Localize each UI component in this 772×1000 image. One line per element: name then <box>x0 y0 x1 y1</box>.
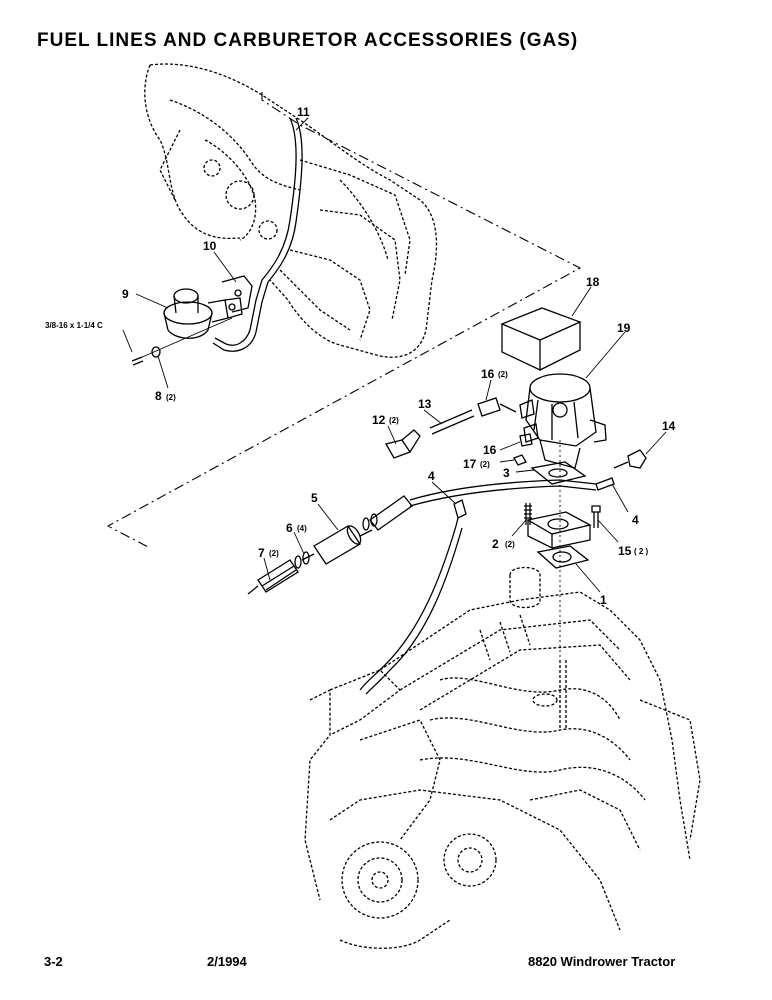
callout-1: 1 <box>600 593 607 607</box>
footer-page-number: 3-2 <box>44 954 63 969</box>
callout-15: 15 <box>618 544 632 558</box>
callout-6: 6 <box>286 521 293 535</box>
carb-gasket-3 <box>530 461 587 485</box>
callout-4-right: 4 <box>632 513 639 527</box>
callout-12-qty: (2) <box>389 416 399 425</box>
upper-engine-outline <box>144 63 438 358</box>
callout-19: 19 <box>617 321 631 335</box>
phantom-boundary-line <box>106 92 582 549</box>
lower-engine-outline <box>304 566 701 949</box>
callout-17: 17 <box>463 457 477 471</box>
callout-10: 10 <box>203 239 217 253</box>
callout-3: 3 <box>503 466 510 480</box>
fitting-16-upper <box>477 397 517 417</box>
fuel-pump <box>163 288 243 339</box>
callout-9: 9 <box>122 287 129 301</box>
callout-16-lower: 16 <box>483 443 497 457</box>
callout-2: 2 <box>492 537 499 551</box>
fuel-return-hose <box>359 479 597 695</box>
callout-15-qty: ( 2 ) <box>634 547 649 556</box>
bolt-and-washer <box>131 317 233 366</box>
callout-5: 5 <box>311 491 318 505</box>
page-title: FUEL LINES AND CARBURETOR ACCESSORIES (G… <box>37 30 579 51</box>
inlet-fitting-12 <box>385 429 421 459</box>
fuel-line-tube <box>212 117 303 352</box>
elbow-fitting <box>613 449 647 469</box>
pump-mounting-bracket <box>221 275 253 313</box>
callout-7-qty: (2) <box>269 549 279 558</box>
callout-7: 7 <box>258 546 265 560</box>
fuel-hose-segment <box>369 495 413 531</box>
fitting-16-lower <box>519 433 533 447</box>
callout-11: 11 <box>297 105 310 119</box>
inline-fuel-filter <box>301 525 373 565</box>
footer-model: 8820 Windrower Tractor <box>528 954 676 969</box>
nut-17 <box>513 454 527 466</box>
footer-date: 2/1994 <box>207 954 247 969</box>
callout-4-left: 4 <box>428 469 435 483</box>
hex-bolt <box>591 505 601 528</box>
callout-17-qty: (2) <box>480 460 490 469</box>
hose-clamp <box>294 513 378 569</box>
callout-18: 18 <box>586 275 600 289</box>
callout-2-qty: (2) <box>505 540 515 549</box>
callout-13: 13 <box>418 397 432 411</box>
fitting-connector-left <box>453 499 467 527</box>
spacer-block <box>526 511 592 550</box>
bolt-spec-label: 3/8-16 x 1-1/4 C <box>45 321 103 330</box>
callout-6-qty: (4) <box>297 524 307 533</box>
tube-13 <box>429 409 475 435</box>
stud <box>524 503 532 525</box>
callout-12: 12 <box>372 413 386 427</box>
callout-16-upper: 16 <box>481 367 495 381</box>
callout-labels: 11 10 9 3/8-16 x 1-1/4 C 8 (2) 18 19 16 … <box>45 105 676 607</box>
callout-14: 14 <box>662 419 676 433</box>
leader-lines <box>122 117 667 593</box>
carburetor <box>519 373 607 469</box>
callout-16-upper-qty: (2) <box>498 370 508 379</box>
air-filter-box <box>500 307 582 372</box>
intake-gasket-1 <box>536 545 590 569</box>
fitting-connector-right <box>595 477 615 491</box>
fuel-hose-7 <box>247 559 299 595</box>
callout-8-qty: (2) <box>166 393 176 402</box>
callout-8: 8 <box>155 389 162 403</box>
